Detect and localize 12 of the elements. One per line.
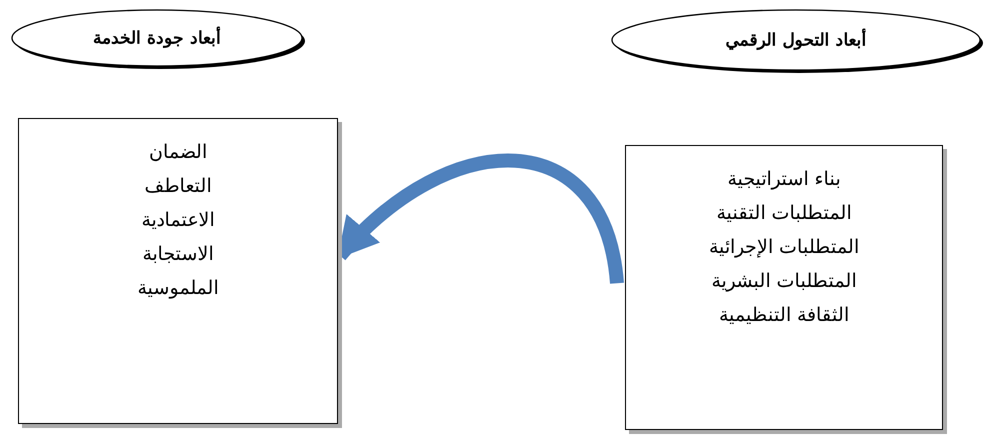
list-item: الاعتمادية [142, 208, 214, 233]
list-item: الملموسية [138, 276, 218, 301]
list-item: المتطلبات التقنية [716, 201, 852, 226]
heading-text: أبعاد جودة الخدمة [93, 28, 221, 48]
list-item: التعاطف [144, 174, 212, 199]
list-item: الاستجابة [142, 242, 214, 267]
heading-text: أبعاد التحول الرقمي [726, 30, 866, 50]
list-item: المتطلبات البشرية [711, 269, 857, 294]
list-item: الثقافة التنظيمية [718, 303, 850, 328]
list-item: المتطلبات الإجرائية [708, 235, 860, 260]
list-item: بناء استراتيجية [727, 167, 841, 192]
list-item: الضمان [149, 140, 207, 165]
